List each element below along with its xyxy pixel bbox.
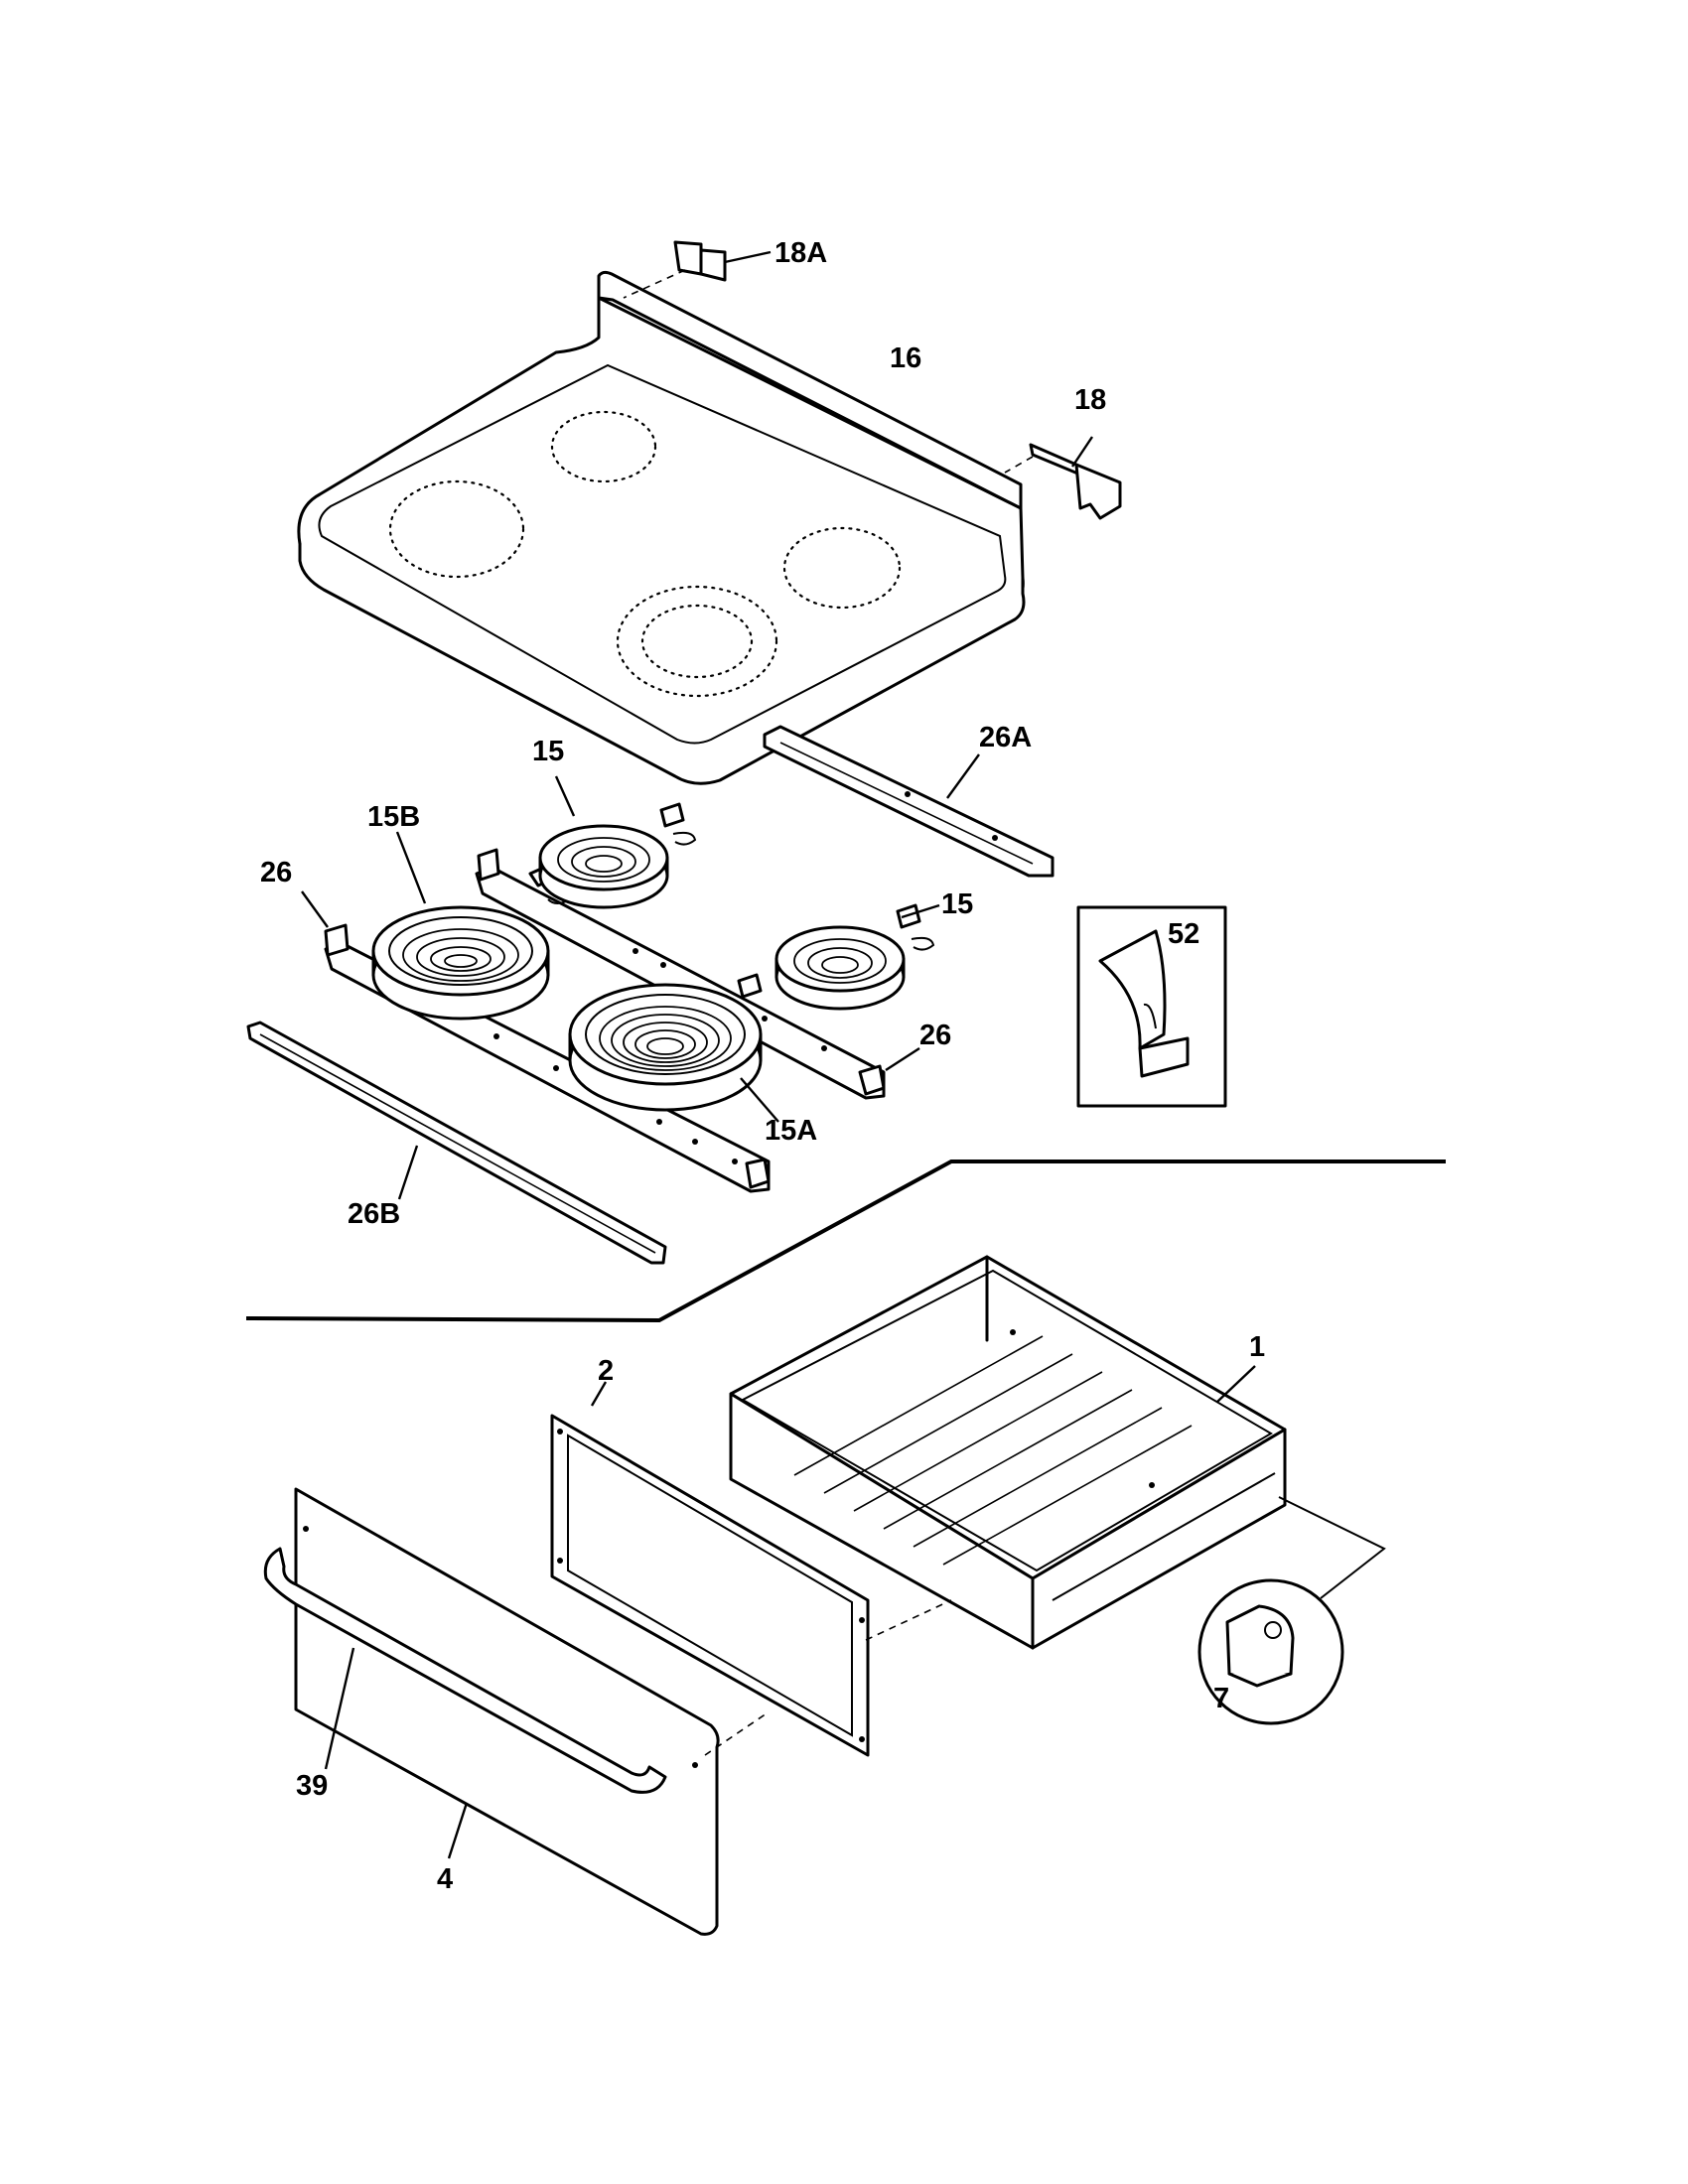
callout-15A: 15A xyxy=(765,1115,817,1147)
bracket-18A xyxy=(623,240,772,299)
callout-4: 4 xyxy=(437,1863,453,1895)
callout-16: 16 xyxy=(890,342,921,374)
rear-support-26A xyxy=(763,725,1055,878)
surface-element-15A xyxy=(568,973,779,1123)
surface-element-15-right xyxy=(774,903,940,1011)
callout-1: 1 xyxy=(1249,1331,1265,1363)
drawer-panel-2 xyxy=(550,1381,952,1757)
drawer-box-1 xyxy=(729,1255,1287,1650)
callout-26-right: 26 xyxy=(919,1020,951,1051)
callout-52: 52 xyxy=(1168,918,1199,950)
bracket-18 xyxy=(1004,436,1122,520)
drawer-to-clip-leader xyxy=(1278,1496,1386,1599)
callout-15-right: 15 xyxy=(941,888,973,920)
cooktop-glass-top xyxy=(297,270,1026,785)
callout-39: 39 xyxy=(296,1770,328,1802)
callout-18A: 18A xyxy=(774,237,827,269)
surface-element-15-top xyxy=(538,775,697,909)
callout-15-top: 15 xyxy=(532,736,564,767)
callout-26A: 26A xyxy=(979,722,1032,753)
right-support-26 xyxy=(475,848,920,1100)
callout-7: 7 xyxy=(1213,1683,1229,1714)
callout-15B: 15B xyxy=(367,801,420,833)
handle-39 xyxy=(263,1547,667,1794)
callout-26B: 26B xyxy=(348,1198,400,1230)
front-trim-26B xyxy=(246,1021,667,1265)
inset-box-52 xyxy=(1076,905,1227,1108)
callout-26-left: 26 xyxy=(260,857,292,888)
callout-2: 2 xyxy=(598,1355,614,1387)
section-divider-line xyxy=(245,1160,1446,1323)
inset-circle-7 xyxy=(1197,1578,1344,1725)
callout-18: 18 xyxy=(1074,384,1106,416)
